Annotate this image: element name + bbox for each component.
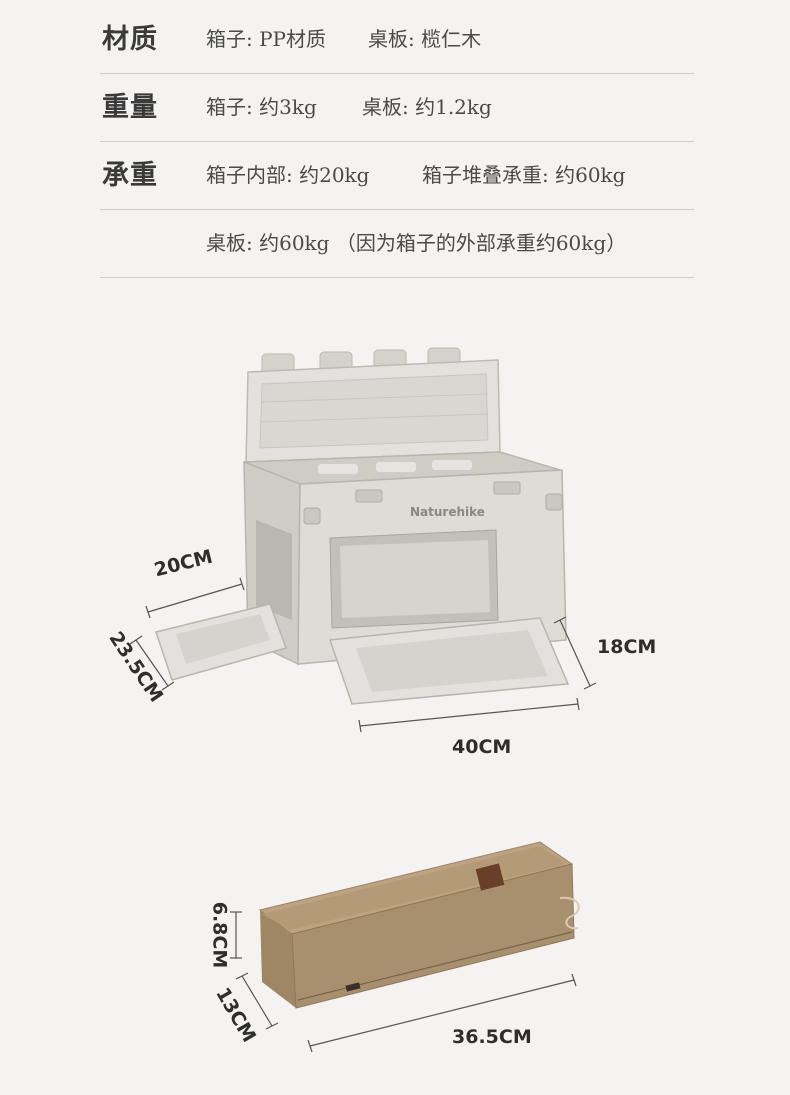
spec-value: 箱子堆叠承重: 约60kg bbox=[422, 163, 626, 187]
dimension-bag-height: 6.8CM bbox=[208, 901, 231, 969]
spec-value: 箱子内部: 约20kg bbox=[206, 163, 370, 187]
spec-table: 材质 箱子: PP材质 桌板: 榄仁木 重量 箱子: 约3kg 桌板: 约1.2… bbox=[100, 6, 694, 278]
dimension-length: 40CM bbox=[452, 736, 512, 758]
spec-value: 桌板: 榄仁木 bbox=[368, 27, 482, 51]
brand-logo: Naturehike bbox=[410, 505, 485, 519]
spec-value: 桌板: 约1.2kg bbox=[362, 95, 492, 119]
dimension-bag-length: 36.5CM bbox=[452, 1026, 532, 1048]
spec-row-material: 材质 箱子: PP材质 桌板: 榄仁木 bbox=[100, 6, 694, 74]
spec-value: 箱子: 约3kg bbox=[206, 95, 317, 119]
spec-label: 承重 bbox=[102, 160, 158, 191]
spec-label: 材质 bbox=[102, 24, 158, 55]
spec-value: 箱子: PP材质 bbox=[206, 27, 327, 51]
spec-value: 桌板: 约60kg （因为箱子的外部承重约60kg） bbox=[206, 231, 627, 255]
spec-row-weight: 重量 箱子: 约3kg 桌板: 约1.2kg bbox=[100, 74, 694, 142]
spec-row-load: 承重 箱子内部: 约20kg 箱子堆叠承重: 约60kg bbox=[100, 142, 694, 210]
spec-row-table-load: 桌板: 约60kg （因为箱子的外部承重约60kg） bbox=[100, 210, 694, 278]
dimension-front-door: 18CM bbox=[597, 636, 657, 658]
spec-label: 重量 bbox=[102, 92, 158, 123]
storage-box-illustration: Naturehike bbox=[129, 347, 597, 733]
